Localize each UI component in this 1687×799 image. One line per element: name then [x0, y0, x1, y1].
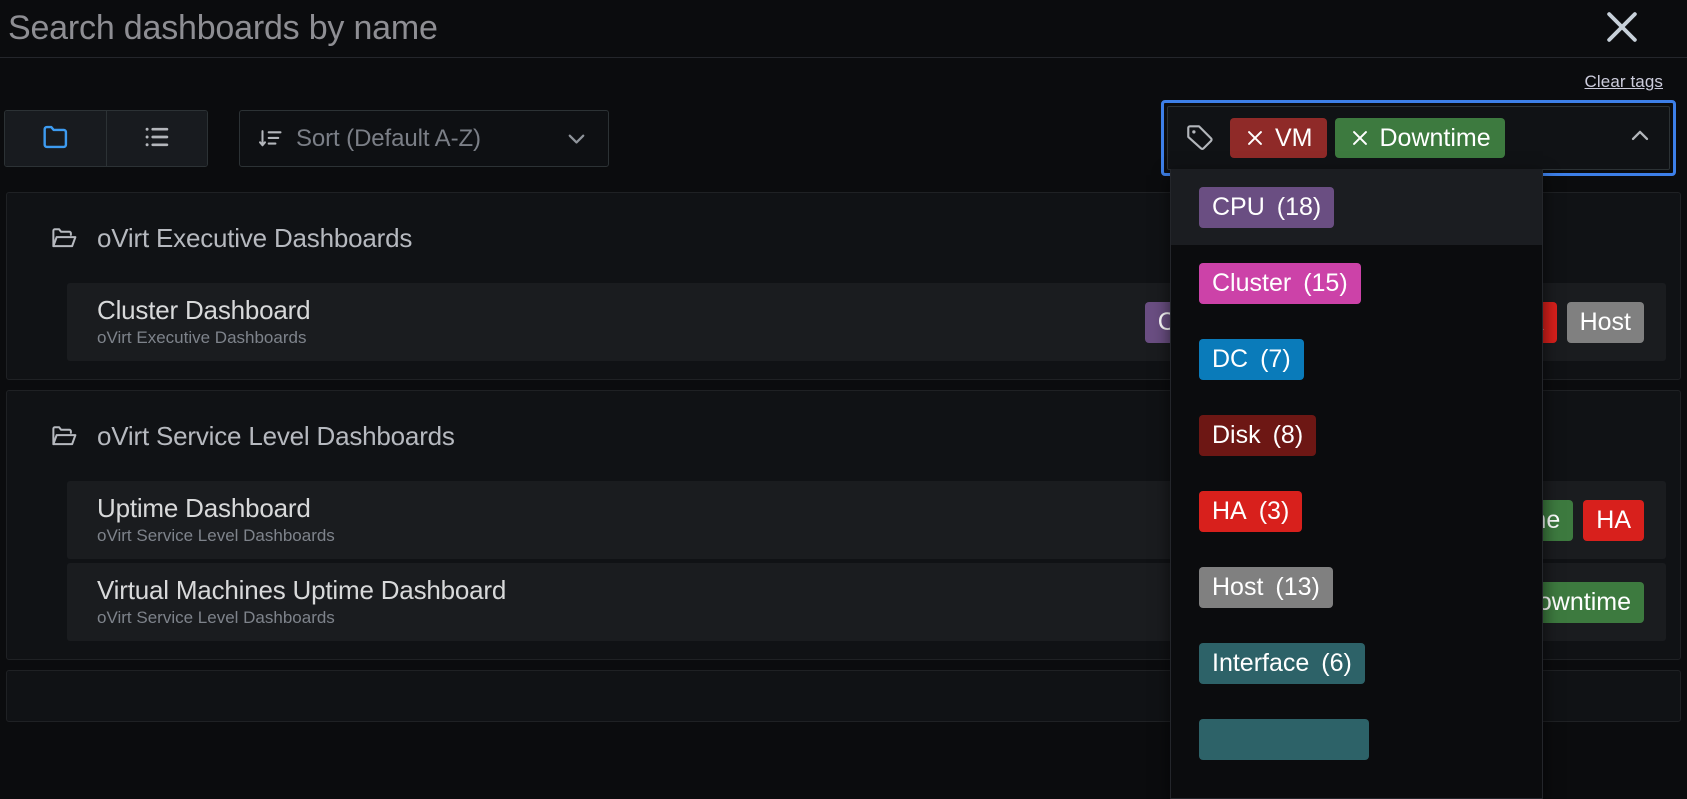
view-toggle-group — [4, 110, 208, 167]
tag-option-label: Disk — [1212, 420, 1261, 449]
dashboard-title: Uptime Dashboard — [97, 492, 311, 523]
tag-filter-caret-button[interactable] — [1617, 107, 1663, 169]
tag-option-pill — [1199, 718, 1369, 760]
selected-tag-chips: VM Downtime — [1230, 118, 1617, 158]
selected-tag-chip[interactable]: Downtime — [1334, 118, 1505, 158]
clear-tags-link[interactable]: Clear tags — [1584, 72, 1663, 91]
tag-option[interactable]: Interface (6) — [1171, 625, 1542, 701]
chevron-up-icon — [1626, 122, 1654, 155]
tag-option-pill: HA (3) — [1199, 490, 1303, 532]
search-input[interactable] — [8, 2, 1548, 54]
x-icon[interactable] — [1244, 127, 1266, 149]
tag-option-count: (15) — [1303, 268, 1348, 297]
section-header[interactable]: oVirt Executive Dashboards — [7, 193, 1680, 283]
tag-option[interactable]: Disk (8) — [1171, 397, 1542, 473]
close-icon — [1600, 5, 1644, 49]
section-header[interactable]: oVirt Service Level Dashboards — [7, 391, 1680, 481]
dashboard-title: Cluster Dashboard — [97, 294, 311, 325]
tag-option-pill: Disk (8) — [1199, 414, 1317, 456]
tag-option[interactable] — [1171, 701, 1542, 777]
sort-desc-icon — [258, 125, 285, 152]
tag-filter-dropdown[interactable]: CPU (18) Cluster (15) DC (7) Disk (8) HA (3) Host (… — [1170, 169, 1543, 799]
folder-open-icon — [49, 223, 79, 253]
tag-option-count: (13) — [1275, 572, 1320, 601]
tag-option[interactable]: CPU (18) — [1171, 169, 1542, 245]
tag-option-count: (6) — [1321, 648, 1352, 677]
dashboard-row-main: Uptime Dashboard oVirt Service Level Dash… — [67, 493, 335, 548]
selected-tag-label: VM — [1275, 123, 1313, 152]
list-view-button[interactable] — [106, 111, 207, 166]
tag-option-pill: Interface (6) — [1199, 642, 1365, 684]
tag-option-label: Interface — [1212, 648, 1310, 677]
tag-option-count: (18) — [1276, 192, 1322, 221]
list-icon — [140, 120, 174, 157]
dashboard-folder-label: oVirt Executive Dashboards — [97, 328, 307, 348]
folder-open-icon — [49, 421, 79, 451]
dashboard-row-main: Virtual Machines Uptime Dashboard oVirt S… — [67, 575, 506, 630]
tag-option-label: Host — [1212, 572, 1264, 601]
section-title: oVirt Service Level Dashboards — [97, 420, 455, 451]
tag-option-pill: DC (7) — [1199, 338, 1304, 380]
dashboard-row-main: Cluster Dashboard oVirt Executive Dashboa… — [67, 294, 311, 350]
tag-option-pill: Host (13) — [1199, 566, 1333, 608]
sort-label: Sort (Default A-Z) — [296, 124, 481, 152]
chevron-down-icon[interactable] — [563, 125, 594, 152]
tag-icon — [1184, 122, 1216, 154]
tag-option[interactable]: DC (7) — [1171, 321, 1542, 397]
tag-option-label: HA — [1212, 496, 1247, 525]
tag-option-pill: CPU (18) — [1199, 186, 1335, 228]
close-button[interactable] — [1592, 0, 1652, 54]
tag-option[interactable]: HA (3) — [1171, 473, 1542, 549]
tag-option-label: DC — [1212, 344, 1249, 373]
tag-option-label: Cluster — [1212, 268, 1292, 297]
dashboard-tag[interactable]: HA — [1583, 499, 1644, 541]
dashboard-folder-label: oVirt Service Level Dashboards — [97, 526, 335, 546]
tag-option[interactable]: Cluster (15) — [1171, 245, 1542, 321]
folder-icon — [39, 120, 73, 157]
tag-filter-inner: VM Downtime — [1167, 106, 1670, 170]
search-header — [0, 0, 1687, 58]
tag-option-count: (8) — [1272, 420, 1304, 449]
tag-option-count: (3) — [1258, 496, 1290, 525]
tag-option[interactable]: Host (13) — [1171, 549, 1542, 625]
selected-tag-chip[interactable]: VM — [1230, 118, 1327, 158]
selected-tag-label: Downtime — [1379, 123, 1491, 152]
action-bar: Sort (Default A-Z) — [0, 110, 1687, 168]
dashboard-folder-label: oVirt Service Level Dashboards — [97, 608, 335, 628]
sort-select[interactable]: Sort (Default A-Z) — [239, 110, 609, 167]
tag-option-count: (7) — [1260, 344, 1291, 373]
x-icon[interactable] — [1349, 127, 1371, 149]
tag-option-label: CPU — [1212, 192, 1265, 221]
dashboard-tag[interactable]: Host — [1566, 301, 1644, 343]
tag-option-pill: Cluster (15) — [1199, 262, 1361, 304]
section-title: oVirt Executive Dashboards — [97, 222, 413, 253]
folder-view-button[interactable] — [5, 111, 106, 166]
tag-filter[interactable]: VM Downtime — [1161, 100, 1676, 176]
dashboard-title: Virtual Machines Uptime Dashboard — [97, 574, 507, 605]
